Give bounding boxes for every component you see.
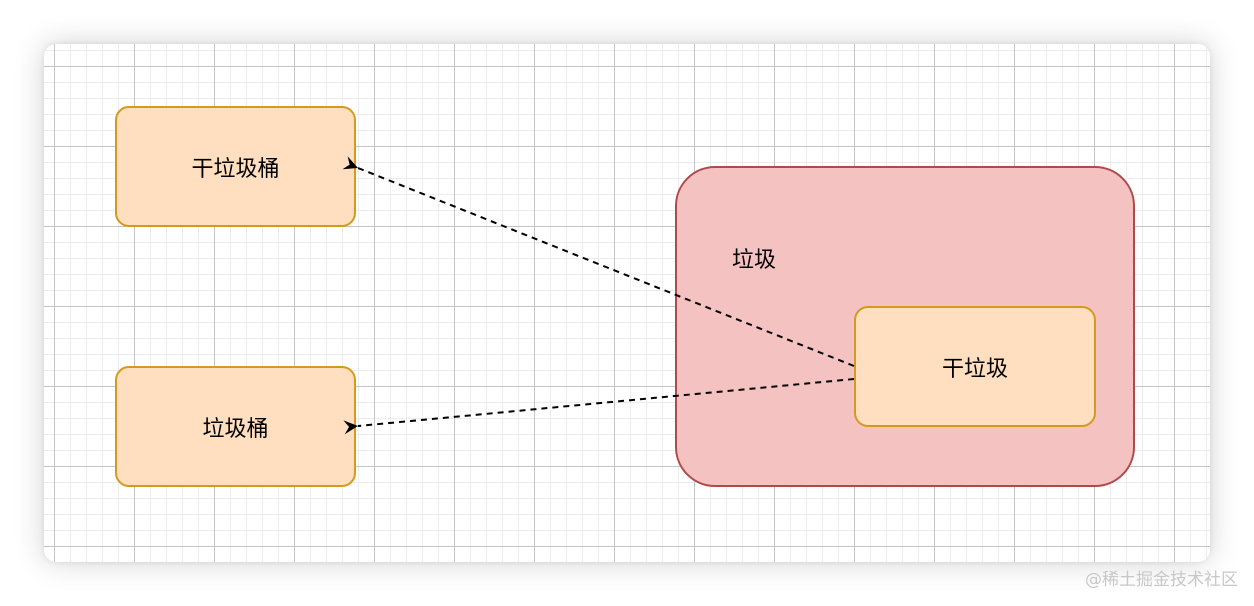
dry-garbage-label: 干垃圾 — [941, 356, 1008, 382]
arrows-layer — [342, 156, 855, 435]
arrow-to-bin — [343, 378, 855, 435]
diagram-canvas: 垃圾 干垃圾桶 垃圾桶 干垃圾 — [44, 44, 1210, 562]
dry-garbage-node[interactable]: 干垃圾 — [854, 306, 1096, 427]
watermark-text: @稀土掘金技术社区 — [1085, 570, 1238, 590]
bin-node[interactable]: 垃圾桶 — [115, 366, 356, 487]
dry-bin-label: 干垃圾桶 — [191, 156, 280, 182]
garbage-group-label: 垃圾 — [732, 248, 777, 273]
arrow-to-dry-bin — [342, 156, 855, 367]
dry-bin-node[interactable]: 干垃圾桶 — [115, 106, 356, 227]
bin-label: 垃圾桶 — [202, 416, 269, 442]
